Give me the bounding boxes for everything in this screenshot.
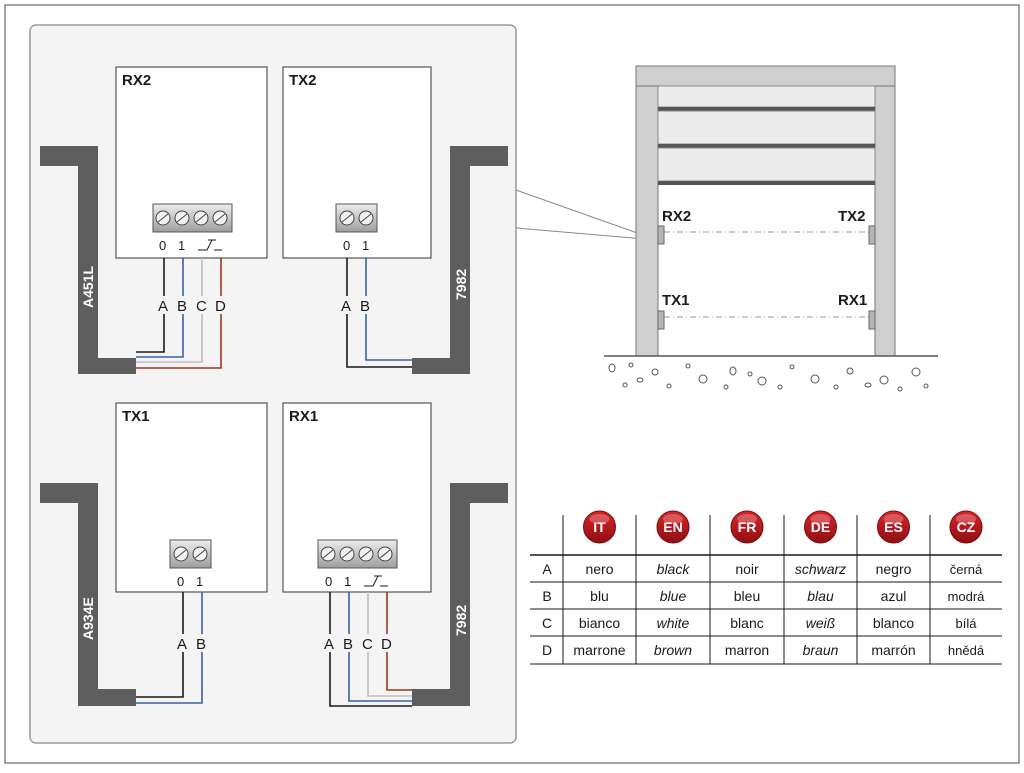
- language-flag-en: EN: [656, 510, 690, 544]
- language-code: DE: [811, 519, 830, 535]
- rx1-wire-label-c: C: [362, 636, 373, 653]
- legend-cell-it: marrone: [573, 642, 625, 658]
- rx2-wires: [136, 258, 222, 369]
- tx1-wire-label-b: B: [196, 636, 206, 653]
- door-label-rx2: RX2: [662, 208, 691, 225]
- legend-cell-fr: marron: [725, 642, 769, 658]
- legend-cell-de: schwarz: [795, 561, 846, 577]
- legend-cell-fr: bleu: [734, 588, 760, 604]
- legend-row-key: A: [542, 561, 552, 577]
- legend-cell-cz: modrá: [948, 589, 986, 604]
- language-code: FR: [738, 519, 757, 535]
- language-flag-de: DE: [804, 510, 837, 544]
- terminal-block-rx2: [152, 203, 233, 233]
- rx1-wire-label-b: B: [343, 636, 353, 653]
- door-illustration: [604, 65, 938, 392]
- legend-cell-cz: bílá: [956, 616, 978, 631]
- terminal-block-tx2: [335, 203, 378, 233]
- legend-cell-fr: blanc: [730, 615, 763, 631]
- legend-row-key: D: [542, 642, 552, 658]
- language-code: EN: [663, 519, 682, 535]
- cable-label-a934e: A934E: [80, 597, 96, 640]
- callout-line-top: [515, 189, 658, 241]
- cable-a451l: [40, 146, 136, 374]
- legend-cell-en: black: [657, 561, 691, 577]
- legend-cell-es: negro: [876, 561, 912, 577]
- legend-row-key: C: [542, 615, 552, 631]
- tx2-pin-0: 0: [343, 238, 350, 253]
- callout-line-bottom: [515, 227, 658, 241]
- legend-cell-fr: noir: [735, 561, 759, 577]
- rx1-wire-label-a: A: [324, 636, 334, 653]
- rx1-pin-0: 0: [325, 574, 332, 589]
- rx2-relay-symbol: [198, 239, 222, 251]
- language-flag-cz: CZ: [949, 510, 983, 544]
- language-code: CZ: [957, 519, 976, 535]
- outer-frame: [4, 4, 1020, 764]
- rx2-pin-0: 0: [159, 238, 166, 253]
- wiring-panel: [29, 24, 517, 744]
- language-code: IT: [593, 519, 606, 535]
- rx1-wire-label-d: D: [381, 636, 392, 653]
- legend-cell-es: azul: [881, 588, 907, 604]
- door-label-tx2: TX2: [838, 208, 866, 225]
- rx2-wire-label-b: B: [177, 298, 187, 315]
- door-label-tx1: TX1: [662, 292, 690, 309]
- terminal-block-rx1: [317, 539, 398, 569]
- legend-cell-cz: hnědá: [948, 643, 985, 658]
- rx2-pin-1: 1: [178, 238, 185, 253]
- cable-a934e: [40, 483, 136, 706]
- rx1-wires: [329, 592, 412, 707]
- tx1-pin-1: 1: [196, 574, 203, 589]
- cable-label-7982-bottom: 7982: [453, 605, 469, 636]
- legend-cell-it: nero: [585, 561, 613, 577]
- legend-cell-de: blau: [807, 588, 834, 604]
- legend-cell-es: blanco: [873, 615, 914, 631]
- cable-label-7982-top: 7982: [453, 269, 469, 300]
- terminal-block-tx1: [169, 539, 212, 569]
- rx2-wire-label-d: D: [215, 298, 226, 315]
- tx2-wire-label-b: B: [360, 298, 370, 315]
- legend-cell-en: blue: [660, 588, 687, 604]
- cable-label-a451l: A451L: [80, 266, 96, 308]
- device-label-rx2: RX2: [122, 72, 151, 89]
- legend-cell-de: braun: [803, 642, 839, 658]
- language-code: ES: [884, 519, 903, 535]
- door-label-rx1: RX1: [838, 292, 867, 309]
- tx2-wire-label-a: A: [341, 298, 351, 315]
- legend-cell-it: bianco: [579, 615, 620, 631]
- legend-cell-en: white: [657, 615, 690, 631]
- device-label-tx2: TX2: [289, 72, 317, 89]
- tx2-wires: [346, 258, 412, 368]
- legend-cell-de: weiß: [806, 615, 836, 631]
- rx2-wire-label-a: A: [158, 298, 168, 315]
- language-flag-fr: FR: [730, 510, 764, 544]
- legend-cell-cz: černá: [950, 562, 983, 577]
- rx1-relay-symbol: [364, 575, 388, 587]
- legend-row-key: B: [542, 588, 551, 604]
- legend-cell-en: brown: [654, 642, 692, 658]
- rx2-wire-label-c: C: [196, 298, 207, 315]
- tx2-pin-1: 1: [362, 238, 369, 253]
- device-label-rx1: RX1: [289, 408, 318, 425]
- cable-7982-top: [412, 146, 508, 374]
- legend-cell-it: blu: [590, 588, 609, 604]
- cable-7982-bottom: [412, 483, 508, 706]
- language-flag-es: ES: [877, 510, 910, 544]
- tx1-wires: [136, 592, 203, 704]
- rx1-pin-1: 1: [344, 574, 351, 589]
- tx1-pin-0: 0: [177, 574, 184, 589]
- legend-cell-es: marrón: [871, 642, 915, 658]
- device-label-tx1: TX1: [122, 408, 150, 425]
- tx1-wire-label-a: A: [177, 636, 187, 653]
- language-flag-it: IT: [583, 510, 616, 544]
